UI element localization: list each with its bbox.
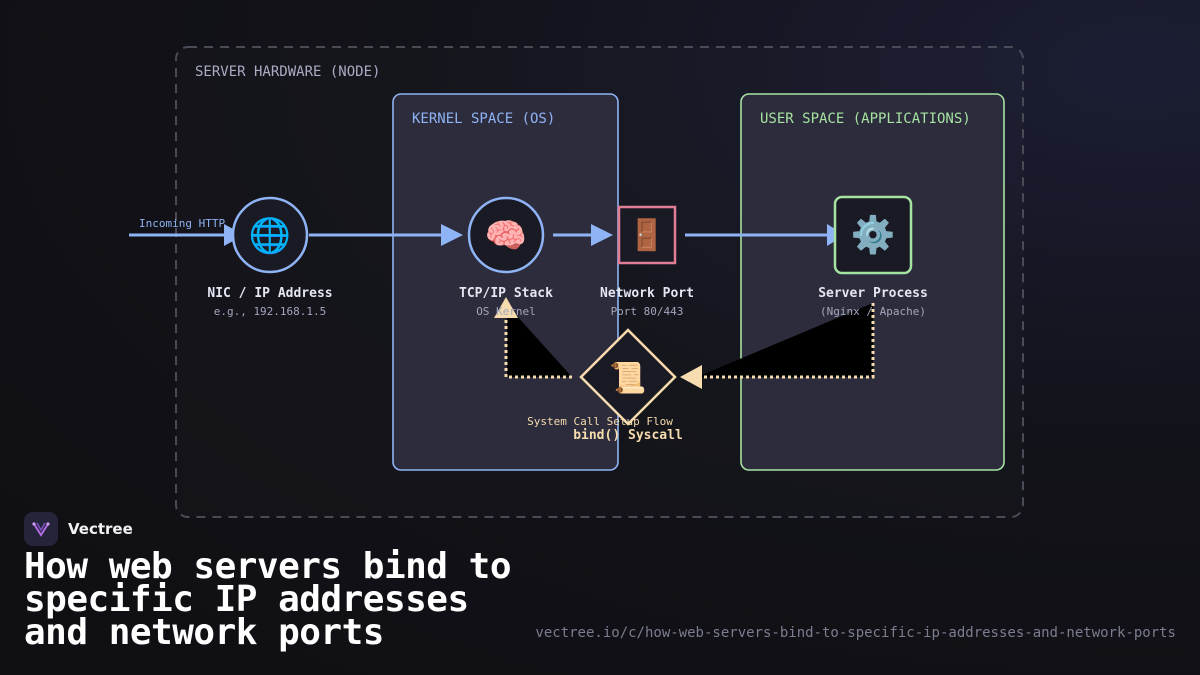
nic-node: 🌐 NIC / IP Address e.g., 192.168.1.5 xyxy=(207,196,333,318)
syscall-path-server-to-bind xyxy=(700,303,875,379)
globe-icon: 🌐 xyxy=(249,216,291,256)
port-box xyxy=(617,205,677,265)
syscall-arrowhead-tcp xyxy=(494,297,518,318)
server-name: Server Process xyxy=(818,286,928,301)
syscall-wedge-right xyxy=(697,303,873,377)
syscall-path-bind-to-tcp xyxy=(504,316,572,379)
syscall-arrowhead-bind xyxy=(680,365,702,389)
source-url[interactable]: vectree.io/c/how-web-servers-bind-to-spe… xyxy=(535,625,1176,641)
port-sub: Port 80/443 xyxy=(611,305,684,318)
brand: Vectree xyxy=(24,512,133,546)
bind-diamond xyxy=(579,328,677,426)
bind-name: bind() Syscall xyxy=(573,428,683,443)
door-icon: 🚪 xyxy=(628,217,665,253)
page-title: How web servers bind to specific IP addr… xyxy=(24,546,512,653)
syscall-flow xyxy=(494,297,875,389)
user-space-box xyxy=(740,93,1005,471)
tcp-circle xyxy=(467,196,545,274)
server-box xyxy=(833,195,913,275)
flow-arrowhead-tcp xyxy=(441,224,463,246)
tcp-sub: OS Kernel xyxy=(476,305,536,318)
bind-node: 📜 System Call Setup Flow bind() Syscall xyxy=(527,328,683,443)
scroll-icon: 📜 xyxy=(609,361,646,396)
server-sub: (Nginx / Apache) xyxy=(820,305,926,318)
brand-name: Vectree xyxy=(68,520,133,538)
kernel-space-box xyxy=(392,93,619,471)
server-hardware-title: SERVER HARDWARE (NODE) xyxy=(195,64,380,80)
port-name: Network Port xyxy=(600,286,694,301)
vectree-logo-icon xyxy=(24,512,58,546)
nic-sub: e.g., 192.168.1.5 xyxy=(214,305,327,318)
bind-sub: System Call Setup Flow xyxy=(527,415,673,428)
gear-icon: ⚙️ xyxy=(851,214,896,256)
server-hardware-container xyxy=(175,46,1024,518)
tcp-name: TCP/IP Stack xyxy=(459,286,553,301)
flow-arrowhead-port xyxy=(591,224,613,246)
incoming-http-label: Incoming HTTP xyxy=(139,217,225,230)
user-space-title: USER SPACE (APPLICATIONS) xyxy=(760,111,971,127)
port-node: 🚪 Network Port Port 80/443 xyxy=(600,205,694,318)
nic-circle xyxy=(231,196,309,274)
server-node: ⚙️ Server Process (Nginx / Apache) xyxy=(818,195,928,318)
tcp-node: 🧠 TCP/IP Stack OS Kernel xyxy=(459,196,553,318)
nic-name: NIC / IP Address xyxy=(207,286,332,301)
brain-icon: 🧠 xyxy=(485,216,527,256)
kernel-space-title: KERNEL SPACE (OS) xyxy=(412,111,555,127)
syscall-wedge-left xyxy=(507,305,572,377)
